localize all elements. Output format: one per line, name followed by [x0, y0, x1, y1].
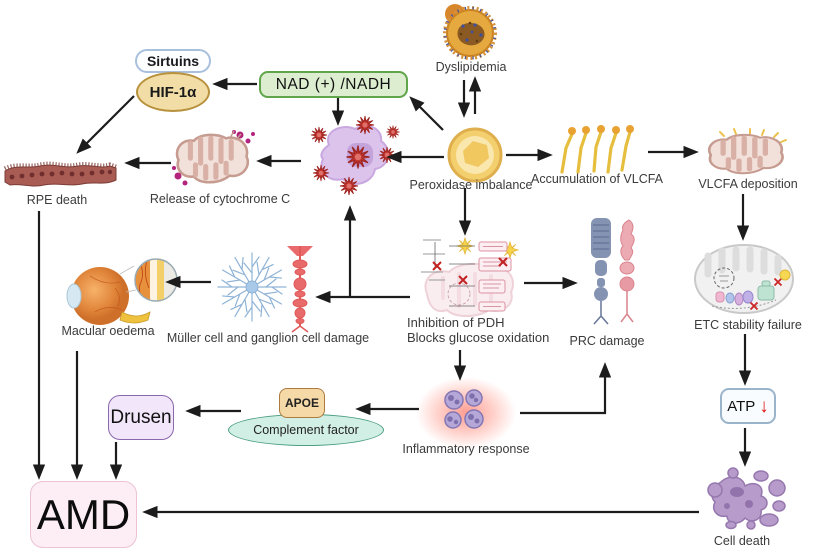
inflammatory-response-label: Inflammatory response [402, 442, 530, 456]
mitochondrion-etc-icon [694, 244, 794, 314]
amd-label: AMD [36, 490, 131, 538]
nad-nadh-node: NAD (+) /NADH [259, 71, 408, 98]
peroxisome-icon [447, 127, 503, 183]
muller-and-ganglion-cell-icon [217, 246, 313, 333]
vlcfa-deposition-label: VLCFA deposition [698, 177, 798, 191]
fatty-acid-chains-icon [560, 125, 634, 174]
cytochrome-release-label: Release of cytochrome C [149, 192, 291, 206]
apoe-node: APOE [279, 388, 325, 418]
atp-down-arrow-icon: ↓ [759, 395, 769, 417]
vlcfa-accumulation-label: Accumulation of VLCFA [530, 172, 664, 186]
complement-factor-node: Complement factor [228, 414, 384, 446]
rpe-cell-layer-icon [3, 161, 117, 187]
cell-death-label: Cell death [713, 534, 771, 548]
arrow-inflammatory-to-prc [520, 362, 612, 415]
macular-oedema-label: Macular oedema [61, 324, 155, 338]
mitochondrion-cytochrome-icon [172, 130, 255, 186]
dyslipidemia-label: Dyslipidemia [435, 60, 507, 74]
glucose-oxidation-pathway-icon [421, 237, 519, 317]
drusen-label: Drusen [110, 406, 172, 428]
etc-failure-label: ETC stability failure [694, 318, 802, 332]
atp-label: ATP [727, 397, 756, 415]
muller-damage-label: Müller cell and ganglion cell damage [166, 331, 370, 345]
prc-damage-label: PRC damage [569, 334, 645, 348]
arrow-peroxisome-to-nad [409, 96, 444, 131]
sirtuins-label: Sirtuins [146, 53, 200, 69]
amd-node: AMD [30, 481, 137, 548]
peroxidase-imbalance-label: Peroxidase imbalance [409, 178, 533, 192]
apoptotic-cells-icon [707, 467, 786, 530]
pdh-inhibition-label: Inhibition of PDH [407, 315, 505, 330]
inflamed-cells-icon [444, 389, 484, 429]
complement-label: Complement factor [253, 423, 359, 437]
sirtuins-node: Sirtuins [135, 49, 211, 73]
apoe-label: APOE [284, 396, 319, 410]
mitochondrion-icon [702, 128, 787, 178]
atp-node: ATP ↓ [720, 388, 776, 424]
rpe-death-label: RPE death [26, 193, 88, 207]
glucose-oxidation-label: Blocks glucose oxidation [407, 330, 550, 345]
cell-with-ros-icon [310, 115, 400, 196]
arrow-hif-to-rpe [76, 95, 135, 154]
nad-label: NAD (+) /NADH [275, 75, 392, 93]
hif1a-node: HIF-1α [136, 72, 210, 112]
drusen-node: Drusen [108, 395, 174, 440]
inflammation-glow [416, 377, 516, 449]
hif1a-label: HIF-1α [149, 83, 197, 101]
lipoprotein-particle-icon [443, 4, 497, 60]
photoreceptor-cells-icon [591, 218, 635, 325]
